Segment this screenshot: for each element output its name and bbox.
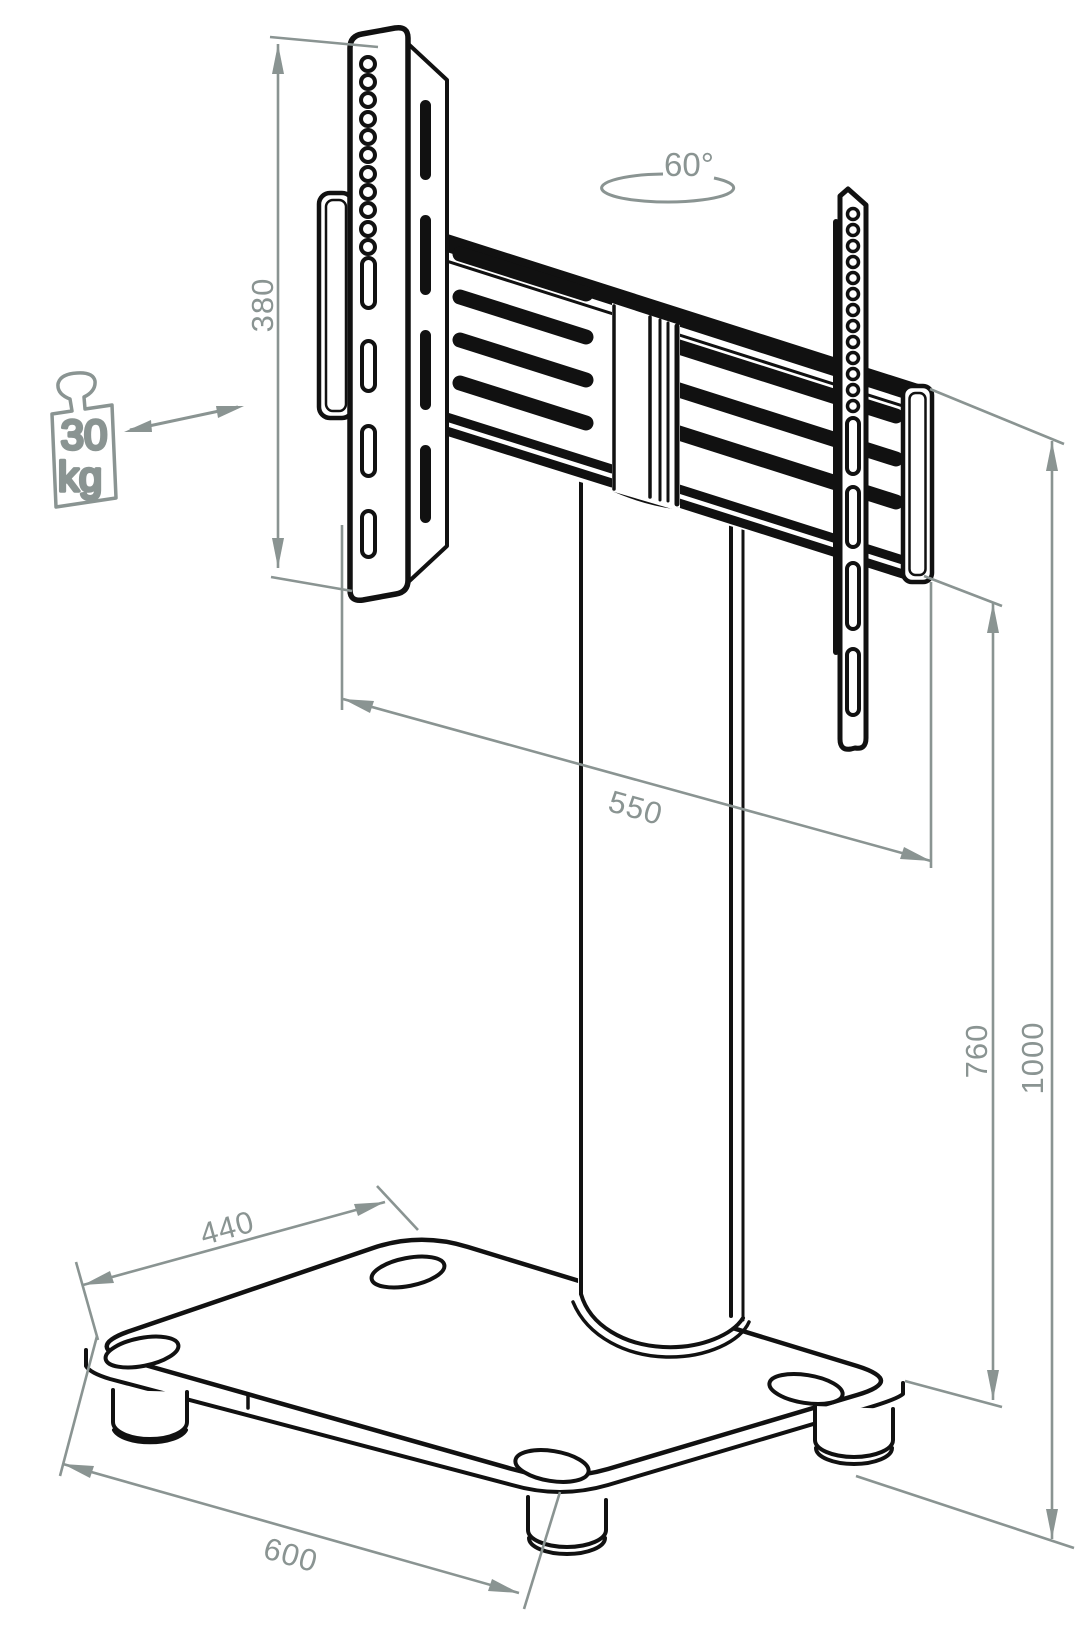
base-foot-right bbox=[813, 1404, 895, 1466]
dim-label-base-width: 600 bbox=[260, 1531, 322, 1580]
dim-total-height bbox=[855, 387, 1075, 1550]
vesa-strip-right-slots bbox=[845, 416, 861, 717]
vesa-strip-right bbox=[833, 186, 869, 752]
max-load-value: 30 bbox=[61, 411, 108, 458]
base-plate-top-face bbox=[104, 1237, 883, 1479]
dimension-lines bbox=[58, 35, 1075, 1610]
vesa-strip-left-slots bbox=[360, 256, 377, 559]
dim-base-depth bbox=[74, 1185, 419, 1341]
base-foot-front bbox=[526, 1495, 608, 1556]
crossbar-slots-left bbox=[452, 246, 594, 431]
crossbar-top-band bbox=[322, 194, 931, 407]
dim-column-height bbox=[904, 574, 1003, 1409]
base-hole bbox=[369, 1254, 447, 1290]
max-load-icon: 30 kg bbox=[50, 371, 118, 509]
vesa-strip-left-flange-slots bbox=[420, 100, 431, 523]
dim-label-column-height: 760 bbox=[959, 1024, 994, 1079]
dim-base-width bbox=[58, 1335, 562, 1610]
crossbar-center-connector bbox=[612, 303, 680, 508]
dim-label-base-depth: 440 bbox=[196, 1204, 258, 1252]
swivel-angle-label: 60° bbox=[664, 146, 714, 183]
base-foot-left bbox=[111, 1388, 189, 1445]
column bbox=[571, 470, 751, 1359]
crossbar-right-endcap bbox=[900, 383, 935, 585]
dim-crossbar-width bbox=[340, 525, 933, 868]
weight-icon bbox=[50, 371, 118, 509]
base-hole bbox=[767, 1372, 845, 1406]
vesa-strip-left-face bbox=[347, 24, 411, 604]
load-direction-arrow bbox=[124, 405, 244, 432]
dim-vesa-height bbox=[269, 35, 379, 593]
base-plate bbox=[84, 1237, 905, 1556]
vesa-strip-left-holes bbox=[359, 55, 377, 256]
base-hole bbox=[103, 1334, 181, 1370]
crossbar-left-endframe bbox=[316, 190, 356, 421]
column-flare-rim bbox=[571, 1300, 751, 1359]
column-body-fill bbox=[578, 470, 743, 1348]
swivel-indicator: 60° bbox=[600, 146, 736, 204]
max-load-unit: kg bbox=[58, 453, 102, 500]
vesa-strip-left bbox=[347, 24, 449, 604]
base-hole bbox=[513, 1448, 591, 1484]
vesa-strip-right-holes bbox=[845, 206, 861, 414]
column-bottom-flare bbox=[579, 1292, 745, 1350]
swivel-ellipse bbox=[600, 172, 736, 204]
dim-label-total-height: 1000 bbox=[1015, 1022, 1050, 1095]
dim-label-vesa-height: 380 bbox=[245, 278, 280, 333]
